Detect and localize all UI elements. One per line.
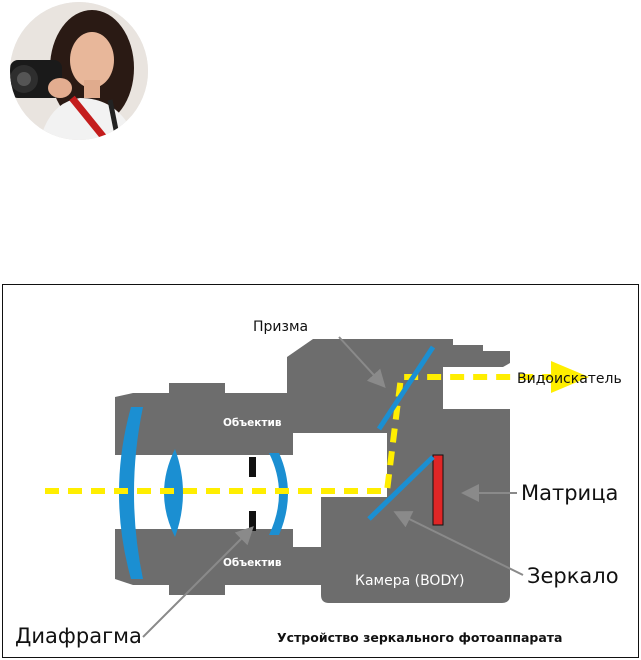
mirror-box [321, 433, 387, 497]
reflex-mirror [367, 455, 435, 521]
aperture-blade-top [249, 457, 256, 477]
light-path [45, 374, 551, 494]
label-aperture: Диафрагма [15, 624, 142, 648]
pointer-mirror [393, 511, 524, 576]
camera-body [287, 339, 510, 603]
label-prism: Призма [253, 319, 308, 335]
label-mirror: Зеркало [527, 564, 619, 588]
avatar-photo [10, 2, 148, 140]
author-avatar [10, 2, 148, 140]
diagram-canvas: Призма Видоискатель Объектив Объектив Ма… [15, 319, 622, 648]
lens-barrel-top [115, 383, 323, 455]
viewfinder-arrowhead [551, 361, 589, 393]
lens-element-front [119, 407, 143, 579]
lens-element-rear [269, 453, 288, 535]
aperture-blade-bottom [249, 511, 256, 531]
pointer-prism [338, 336, 386, 388]
pointer-aperture [142, 526, 254, 638]
label-lens-top: Объектив [223, 417, 282, 429]
diagram-caption: Устройство зеркального фотоаппарата [277, 630, 562, 645]
slr-camera-diagram: Призма Видоискатель Объектив Объектив Ма… [2, 284, 639, 658]
sensor-plate [432, 454, 444, 526]
prism-mirror [376, 345, 436, 431]
label-lens-bottom: Объектив [223, 557, 282, 569]
label-sensor: Матрица [521, 481, 618, 505]
label-body: Камера (BODY) [355, 573, 464, 589]
label-viewfinder: Видоискатель [517, 371, 622, 387]
